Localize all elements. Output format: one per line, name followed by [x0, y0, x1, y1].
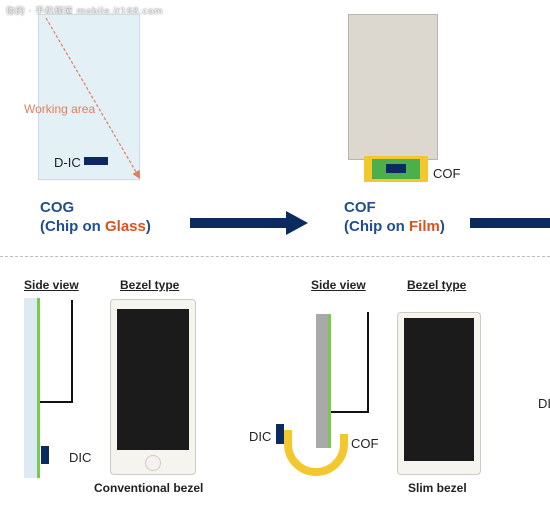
cof-title-close: ): [439, 218, 445, 235]
cog-title-line1: COG: [40, 199, 75, 216]
cog-title: COG (Chip on Glass): [40, 198, 151, 236]
d-ic-chip: [84, 157, 108, 165]
cog-glass-panel: [38, 14, 140, 180]
side-view-diagram-left: [24, 298, 73, 478]
partial-dic-label: DI: [538, 396, 550, 411]
home-button-icon: [145, 455, 161, 471]
cog-title-highlight: Glass: [104, 218, 146, 235]
cof-label: COF: [433, 166, 461, 181]
cof-label-bottom: COF: [351, 436, 379, 451]
dic-label-right: DIC: [249, 429, 272, 444]
cof-title-open: (Chip on: [344, 218, 409, 235]
conventional-phone-screen: [117, 309, 189, 450]
cof-display-panel: [348, 14, 438, 160]
cog-title-line2: (Chip on Glass): [40, 217, 151, 236]
dic-label-left: DIC: [69, 450, 92, 465]
side-view-diagram-right: [276, 312, 369, 476]
conventional-bezel-caption: Conventional bezel: [94, 481, 204, 495]
cof-title: COF (Chip on Film): [344, 198, 445, 236]
working-area-diagonal: [45, 17, 141, 180]
cof-title-line2: (Chip on Film): [344, 217, 445, 236]
section-divider: [0, 256, 550, 257]
bezel-type-header-right: Bezel type: [407, 278, 467, 292]
cog-title-open: (Chip on: [40, 218, 105, 235]
arrow-right-partial-icon: [470, 218, 550, 228]
working-area-label: Working area: [24, 102, 96, 116]
slim-phone-screen: [404, 318, 474, 461]
side-view-header-right: Side view: [311, 278, 366, 292]
watermark-text: 你的 · 手机频道 mobile.it168.com: [6, 7, 164, 17]
bezel-type-header-left: Bezel type: [120, 278, 180, 292]
cof-title-highlight: Film: [408, 218, 440, 235]
arrow-right-icon: [190, 211, 308, 235]
cof-chip: [386, 164, 406, 173]
d-ic-label: D-IC: [54, 155, 81, 170]
side-view-header-left: Side view: [24, 278, 79, 292]
slim-bezel-caption: Slim bezel: [408, 481, 467, 495]
cog-title-close: ): [145, 218, 151, 235]
cof-title-line1: COF: [344, 199, 376, 216]
